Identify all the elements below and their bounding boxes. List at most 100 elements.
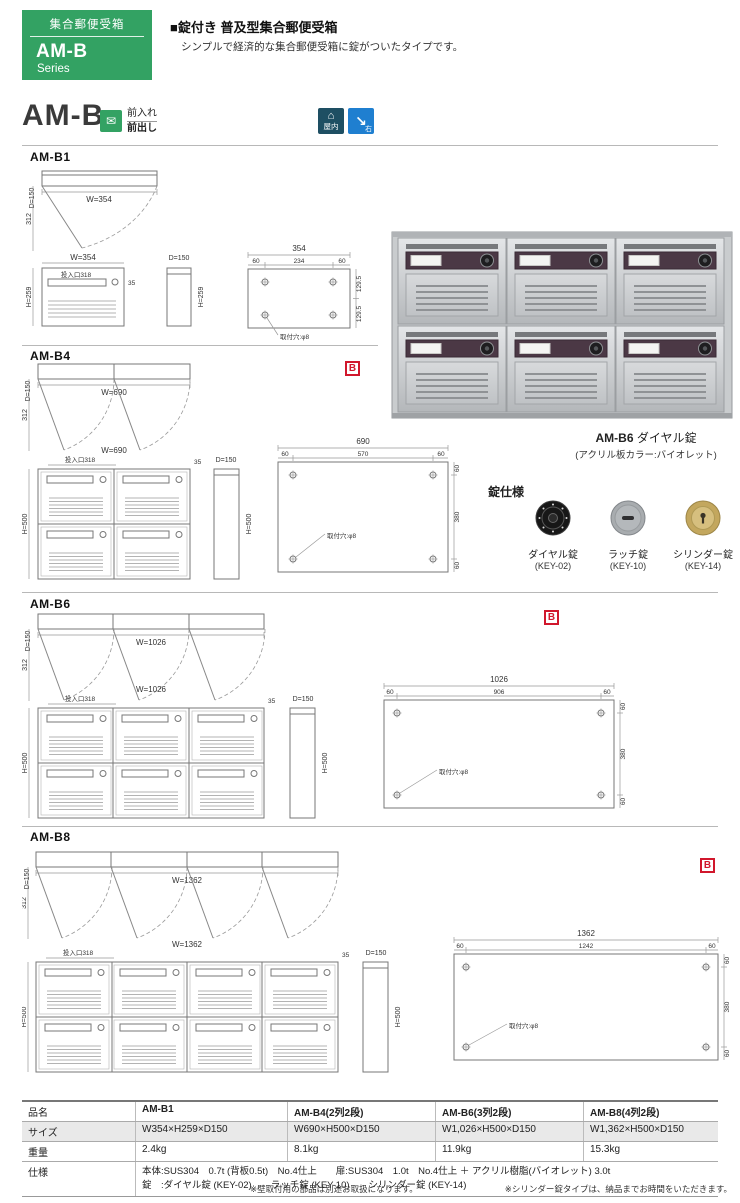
dim-label: 380 — [620, 748, 627, 759]
model-cell: AM-B4(2列2段) — [287, 1102, 435, 1121]
model-cell: AM-B6(3列2段) — [435, 1102, 583, 1121]
direction-badge: ↘ 右 — [348, 108, 374, 134]
spec-table: 品名 AM-B1 AM-B4(2列2段) AM-B6(3列2段) AM-B8(4… — [22, 1100, 718, 1197]
weight-cell: 11.9kg — [435, 1142, 583, 1161]
divider — [127, 120, 157, 122]
section-label-amb1: AM-B1 — [30, 150, 71, 164]
dim-label: W=1362 — [172, 940, 203, 949]
dim-label: 234 — [294, 258, 305, 265]
page-title: AM-B — [22, 99, 105, 132]
size-cell: W1,026×H500×D150 — [435, 1122, 583, 1141]
weight-cell: 15.3kg — [583, 1142, 718, 1161]
weight-cell: 8.1kg — [287, 1142, 435, 1161]
dim-label: 60 — [338, 258, 346, 265]
b4-front-view: W=690 投入口318 35 H=500 — [22, 446, 202, 580]
am-b4-drawing: D=150 W=690 312 W=690 投入口318 35 H=500 D=… — [22, 363, 461, 580]
section-divider — [22, 345, 378, 346]
dim-label: 60 — [724, 1050, 731, 1058]
dim-label: D=150 — [366, 950, 387, 957]
series-box: 集合郵便受箱 AM-B Series — [22, 10, 152, 80]
dim-label: W=690 — [101, 388, 127, 397]
section-divider — [22, 145, 718, 146]
dim-label: W=354 — [86, 195, 112, 204]
series-label: Series — [37, 63, 70, 75]
dim-label: H=500 — [395, 1006, 402, 1027]
dim-label: 1026 — [490, 675, 508, 684]
dim-label: 60 — [454, 562, 461, 570]
dim-label: 投入口318 — [65, 694, 96, 703]
lock-key: (KEY-10) — [609, 561, 647, 571]
dim-label: 60 — [708, 943, 716, 950]
lock-name: ダイヤル錠 — [528, 550, 578, 561]
dim-label: 570 — [358, 451, 369, 458]
cylinder-lock-icon — [685, 500, 721, 536]
front-in-label: 前入れ — [127, 108, 157, 119]
dim-label: 35 — [194, 459, 202, 466]
dim-label: D=150 — [25, 630, 32, 651]
dim-label: H=500 — [22, 752, 29, 773]
table-row-weight: 重量 2.4kg 8.1kg 11.9kg 15.3kg — [22, 1142, 718, 1162]
row-header: 重量 — [28, 1148, 48, 1159]
row-header: 仕様 — [28, 1168, 48, 1179]
b4-plan-view: D=150 W=690 312 — [22, 363, 191, 451]
dim-label: 60 — [437, 451, 445, 458]
dim-label: D=150 — [24, 868, 31, 889]
arrow-down-right-icon: ↘ — [355, 113, 367, 129]
lock-item-dial: ダイヤル錠 (KEY-02) — [520, 498, 586, 571]
dim-label: 129.5 — [356, 305, 363, 322]
brand-logo: B — [700, 858, 715, 873]
dim-label: 35 — [342, 952, 350, 959]
model-cell: AM-B8(4列2段) — [583, 1102, 718, 1121]
am-b8-drawing: D=150 W=1362 312 W=1362 投入口318 35 H=500 … — [22, 851, 731, 1073]
dim-label: 60 — [386, 689, 394, 696]
dim-label: D=150 — [216, 457, 237, 464]
size-cell: W1,362×H500×D150 — [583, 1122, 718, 1141]
dim-label: 312 — [26, 213, 33, 225]
dim-label: 60 — [281, 451, 289, 458]
dim-label: 129.5 — [356, 275, 363, 292]
section-divider — [22, 826, 718, 827]
b8-plan-view: D=150 W=1362 312 — [22, 851, 339, 939]
dim-label: W=1026 — [136, 685, 167, 694]
b4-side-view: D=150 H=500 — [213, 457, 253, 580]
dim-label: W=1026 — [136, 638, 167, 647]
b1-back-view: 354 60 234 60 129.5 129.5 取付穴:φ8 — [247, 244, 363, 341]
table-row-size: サイズ W354×H259×D150 W690×H500×D150 W1,026… — [22, 1122, 718, 1142]
table-row-spec: 仕様 本体:SUS304 0.7t (背板0.5t) No.4仕上 扉:SUS3… — [22, 1162, 718, 1196]
section-divider — [22, 592, 718, 593]
footnote-cylinder: ※シリンダー錠タイプは、納品までお時間をいただきます。 — [504, 1184, 732, 1194]
feed-type-badge: ✉ 前入れ 前出し — [100, 108, 157, 134]
am-b6-drawing: D=150 W=1026 312 W=1026 投入口318 35 H=500 … — [22, 613, 627, 819]
dim-label: 60 — [620, 703, 627, 711]
dim-label: 60 — [454, 465, 461, 473]
b6-plan-view: D=150 W=1026 312 — [22, 613, 266, 701]
dim-label: 60 — [620, 798, 627, 806]
dim-label: 60 — [252, 258, 260, 265]
b6-front-view: W=1026 投入口318 35 H=500 — [22, 685, 276, 819]
photo-caption: AM-B6 ダイヤル錠 (アクリル板カラー:バイオレット) — [556, 429, 736, 461]
mail-slot-icon: ✉ — [100, 110, 122, 132]
lock-key: (KEY-02) — [534, 561, 572, 571]
dim-label: 312 — [22, 897, 28, 909]
weight-cell: 2.4kg — [135, 1142, 287, 1161]
dim-label: W=690 — [101, 446, 127, 455]
indoor-badge: ⌂ 屋内 — [318, 108, 344, 134]
dim-label: W=354 — [70, 253, 96, 262]
indoor-label: 屋内 — [323, 122, 339, 132]
lock-spec-title: 錠仕様 — [488, 485, 525, 499]
dim-label: 60 — [724, 957, 731, 965]
dim-label: H=500 — [22, 513, 29, 534]
b6-side-view: D=150 H=500 — [289, 696, 329, 819]
product-photo — [391, 231, 733, 419]
page-heading: ■錠付き 普及型集合郵便受箱 — [170, 20, 338, 35]
dim-label: 1362 — [577, 929, 595, 938]
series-category: 集合郵便受箱 — [30, 16, 144, 37]
size-cell: W690×H500×D150 — [287, 1122, 435, 1141]
b1-plan-view: D=150 W=354 312 — [26, 170, 158, 251]
dim-label: 1242 — [579, 943, 594, 950]
dim-label: 取付穴:φ8 — [280, 332, 310, 341]
dim-label: 35 — [128, 280, 136, 287]
direction-label: 右 — [365, 126, 372, 133]
dim-label: 312 — [22, 409, 29, 421]
